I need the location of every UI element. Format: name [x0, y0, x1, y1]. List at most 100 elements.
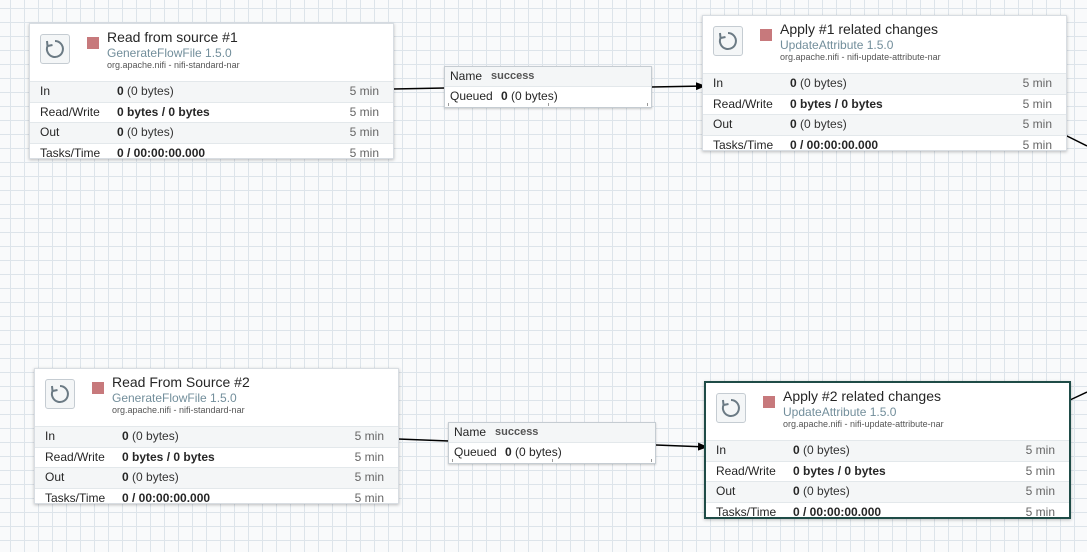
stopped-icon — [92, 382, 104, 394]
connection-queued-size: (0 bytes) — [515, 445, 562, 459]
connection-name-value: success — [495, 426, 539, 438]
connection-name-label: Name — [454, 425, 487, 439]
processor-name: Read from source #1 — [107, 29, 238, 45]
connection-queued-count: 0 — [501, 89, 508, 103]
processor-read-from-source-2[interactable]: Read From Source #2 GenerateFlowFile 1.5… — [34, 368, 399, 505]
stat-time: 5 min — [1025, 504, 1055, 519]
stat-time: 5 min — [1022, 76, 1052, 90]
stat-time: 5 min — [1022, 96, 1052, 111]
processor-icon — [716, 393, 746, 423]
stat-size: (0 bytes) — [800, 117, 847, 131]
connection-line-2 — [397, 438, 450, 442]
stat-size: (0 bytes) — [127, 125, 174, 139]
stat-label: Tasks/Time — [713, 137, 774, 152]
processor-name: Apply #2 related changes — [783, 388, 941, 404]
stat-label: Read/Write — [713, 96, 773, 111]
processor-bundle: org.apache.nifi - nifi-standard-nar — [107, 60, 240, 70]
stat-label: Out — [713, 117, 733, 131]
connection-success-1[interactable]: Name success Queued 0 (0 bytes) — [444, 66, 652, 108]
queue-progress-bar — [452, 459, 652, 462]
stat-label: In — [713, 76, 724, 90]
stat-size: (0 bytes) — [132, 429, 179, 443]
processor-type: UpdateAttribute 1.5.0 — [780, 38, 894, 52]
stat-label: Tasks/Time — [45, 490, 106, 505]
stat-time: 5 min — [354, 449, 384, 464]
stat-value: 0 / 00:00:00.000 — [793, 504, 882, 519]
stat-time: 5 min — [354, 470, 384, 484]
connection-name-value: success — [491, 70, 535, 82]
stat-value: 0 / 00:00:00.000 — [790, 137, 879, 152]
connection-queued-label: Queued — [450, 89, 493, 103]
stat-time: 5 min — [354, 429, 384, 443]
stat-row-tasks-time: Tasks/Time 0 / 00:00:00.000 5 min — [30, 142, 393, 164]
stat-time: 5 min — [1025, 443, 1055, 457]
stat-value: 0 — [122, 429, 129, 443]
connection-name-row: Name success — [449, 423, 655, 443]
stat-row-read-write: Read/Write 0 bytes / 0 bytes 5 min — [35, 446, 398, 468]
stat-row-in: In 0 (0 bytes) 5 min — [706, 440, 1069, 461]
stopped-icon — [87, 37, 99, 49]
queue-progress-bar — [448, 103, 648, 106]
stat-row-tasks-time: Tasks/Time 0 / 00:00:00.000 5 min — [703, 134, 1066, 156]
stat-value: 0 — [793, 484, 800, 498]
stat-value: 0 bytes / 0 bytes — [122, 449, 215, 464]
stat-label: Out — [45, 470, 65, 484]
processor-bundle: org.apache.nifi - nifi-update-attribute-… — [780, 52, 941, 62]
stat-row-tasks-time: Tasks/Time 0 / 00:00:00.000 5 min — [706, 501, 1069, 523]
stat-time: 5 min — [349, 84, 379, 98]
processor-icon — [40, 34, 70, 64]
connection-line-1b — [650, 82, 706, 91]
stat-label: Tasks/Time — [40, 145, 101, 160]
processor-icon — [713, 26, 743, 56]
stat-value: 0 — [117, 84, 124, 98]
stat-value: 0 — [122, 470, 129, 484]
stat-size: (0 bytes) — [127, 84, 174, 98]
connection-line-1 — [392, 87, 446, 90]
stat-row-out: Out 0 (0 bytes) 5 min — [706, 481, 1069, 502]
processor-type: UpdateAttribute 1.5.0 — [783, 405, 897, 419]
stat-value: 0 — [790, 117, 797, 131]
connection-line-out-1 — [1064, 134, 1087, 147]
stopped-icon — [763, 396, 775, 408]
connection-line-out-2 — [1069, 391, 1087, 401]
stat-row-in: In 0 (0 bytes) 5 min — [30, 81, 393, 102]
stat-time: 5 min — [349, 104, 379, 119]
stat-value: 0 — [793, 443, 800, 457]
stat-label: Read/Write — [45, 449, 105, 464]
stat-label: In — [716, 443, 727, 457]
connection-queued-size: (0 bytes) — [511, 89, 558, 103]
processor-read-from-source-1[interactable]: Read from source #1 GenerateFlowFile 1.5… — [29, 23, 394, 160]
stat-row-in: In 0 (0 bytes) 5 min — [35, 426, 398, 447]
processor-bundle: org.apache.nifi - nifi-update-attribute-… — [783, 419, 944, 429]
stat-value: 0 / 00:00:00.000 — [122, 490, 211, 505]
connection-queued-count: 0 — [505, 445, 512, 459]
stat-label: Read/Write — [40, 104, 100, 119]
stat-label: Out — [716, 484, 736, 498]
stat-time: 5 min — [1022, 137, 1052, 152]
stat-time: 5 min — [1025, 463, 1055, 478]
stat-time: 5 min — [1025, 484, 1055, 498]
connection-queued-label: Queued — [454, 445, 497, 459]
stat-value: 0 / 00:00:00.000 — [117, 145, 206, 160]
stat-row-out: Out 0 (0 bytes) 5 min — [30, 122, 393, 143]
stat-time: 5 min — [349, 145, 379, 160]
stat-label: In — [45, 429, 56, 443]
stat-size: (0 bytes) — [803, 484, 850, 498]
stat-value: 0 bytes / 0 bytes — [793, 463, 886, 478]
stat-row-out: Out 0 (0 bytes) 5 min — [703, 114, 1066, 135]
stat-value: 0 — [117, 125, 124, 139]
processor-type: GenerateFlowFile 1.5.0 — [112, 391, 237, 405]
processor-name: Read From Source #2 — [112, 374, 250, 390]
stat-size: (0 bytes) — [800, 76, 847, 90]
connection-success-2[interactable]: Name success Queued 0 (0 bytes) — [448, 422, 656, 464]
stat-size: (0 bytes) — [132, 470, 179, 484]
connection-queued-row: Queued 0 (0 bytes) — [449, 443, 655, 462]
stat-value: 0 — [790, 76, 797, 90]
stat-time: 5 min — [349, 125, 379, 139]
stat-label: In — [40, 84, 51, 98]
processor-apply-1-related-changes[interactable]: Apply #1 related changes UpdateAttribute… — [702, 15, 1067, 152]
processor-icon — [45, 379, 75, 409]
processor-apply-2-related-changes[interactable]: Apply #2 related changes UpdateAttribute… — [704, 381, 1071, 519]
connection-queued-row: Queued 0 (0 bytes) — [445, 87, 651, 106]
